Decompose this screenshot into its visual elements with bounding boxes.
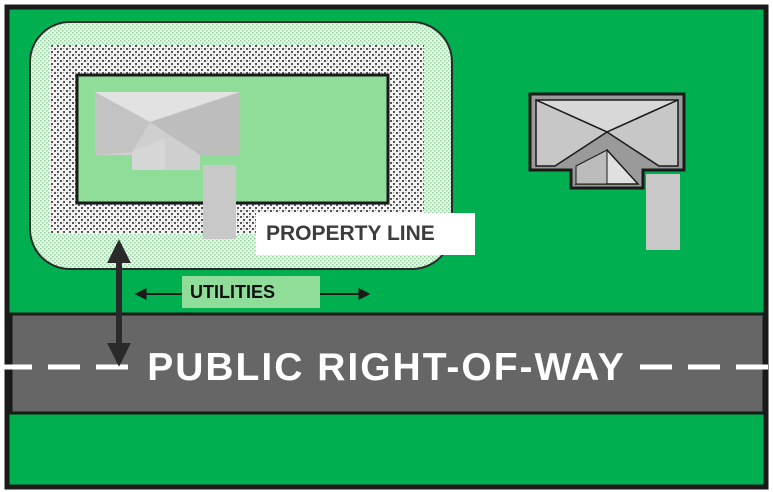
public-right-of-way-label: PUBLIC RIGHT-OF-WAY (147, 346, 626, 389)
driveway-left (203, 165, 236, 239)
public-road (9, 312, 766, 415)
utilities-label: UTILITIES (182, 276, 320, 308)
house-roof-icon (528, 92, 686, 190)
driveway-right (646, 174, 680, 250)
property-line-label: PROPERTY LINE (256, 213, 475, 255)
house-roof-icon (95, 92, 240, 170)
